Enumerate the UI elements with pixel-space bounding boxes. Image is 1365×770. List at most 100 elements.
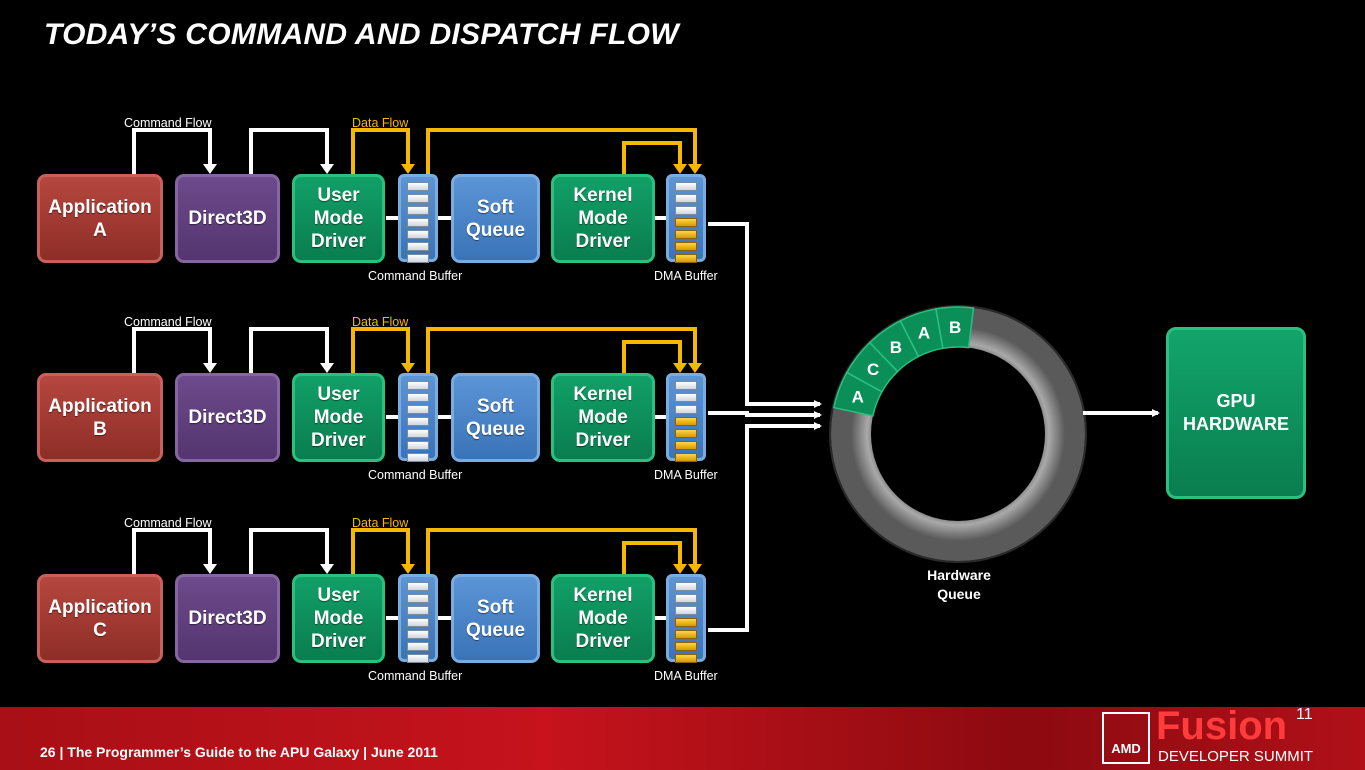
command-buffer-slot (407, 254, 429, 263)
command-flow-arrow-app-head (203, 164, 217, 174)
data-flow-arrow-buffer-head (688, 363, 702, 373)
command-flow-arrow-app-head (203, 564, 217, 574)
command-flow-arrow-app (132, 327, 212, 373)
queue-segment-label: B (890, 338, 902, 357)
dma-buffer-slot (675, 453, 697, 462)
data-flow-arrow-kmd-head (673, 164, 687, 174)
dma-buffer-slot (675, 429, 697, 438)
dma-buffer-slot (675, 594, 697, 603)
data-flow-arrow-umd-head (401, 164, 415, 174)
command-buffer-slot (407, 582, 429, 591)
dma-buffer-slot (675, 218, 697, 227)
dma-buffer-slot (675, 582, 697, 591)
data-flow-arrow-buffer (426, 327, 697, 373)
command-flow-arrow-app (132, 128, 212, 174)
dma-buffer-label-b: DMA Buffer (654, 468, 718, 482)
dma-buffer-slot (675, 182, 697, 191)
hardware-queue-ring-outline (829, 305, 1087, 563)
data-flow-arrow-umd-head (401, 564, 415, 574)
dma-buffer-label-a: DMA Buffer (654, 269, 718, 283)
command-buffer-slot (407, 630, 429, 639)
dma-buffer-label-c: DMA Buffer (654, 669, 718, 683)
data-flow-arrow-buffer (426, 128, 697, 174)
command-flow-label-c: Command Flow (124, 516, 212, 530)
user-mode-driver-box-a: User Mode Driver (292, 174, 385, 263)
soft-queue-box-b: Soft Queue (451, 373, 540, 462)
dma-buffer-slot (675, 441, 697, 450)
direct3d-box-b: Direct3D (175, 373, 280, 462)
application-box-a: Application A (37, 174, 163, 263)
command-buffer-label-a: Command Buffer (368, 269, 463, 283)
dma-buffer-a (666, 174, 706, 263)
dma-buffer-slot (675, 405, 697, 414)
queue-segment-label: B (949, 318, 961, 337)
dma-buffer-slot (675, 606, 697, 615)
page-title: TODAY’S COMMAND AND DISPATCH FLOW (44, 18, 679, 51)
command-buffer-c (398, 574, 438, 663)
command-buffer-label-b: Command Buffer (368, 468, 463, 482)
command-buffer-slot (407, 441, 429, 450)
data-flow-arrow-buffer-head (688, 564, 702, 574)
queue-segment-label: A (918, 324, 930, 343)
command-buffer-slot (407, 194, 429, 203)
command-buffer-slot (407, 417, 429, 426)
data-flow-label-b: Data Flow (352, 315, 409, 329)
developer-summit-text: DEVELOPER SUMMIT (1158, 748, 1314, 765)
soft-queue-box-c: Soft Queue (451, 574, 540, 663)
command-buffer-a (398, 174, 438, 263)
data-flow-arrow-umd-head (401, 363, 415, 373)
data-flow-arrow-buffer-head (688, 164, 702, 174)
dma-buffer-slot (675, 618, 697, 627)
data-flow-arrow-kmd (622, 541, 682, 574)
row-arrows-b (132, 327, 702, 419)
kernel-mode-driver-box-c: Kernel Mode Driver (551, 574, 655, 663)
command-buffer-slot (407, 230, 429, 239)
data-flow-arrow-kmd-head (673, 363, 687, 373)
row-arrows-a (132, 128, 702, 220)
command-flow-arrow-d3d-head (320, 363, 334, 373)
data-flow-arrow-kmd-head (673, 564, 687, 574)
dma-buffer-slot (675, 242, 697, 251)
command-buffer-slot (407, 594, 429, 603)
footer-band: 26 | The Programmer’s Guide to the APU G… (0, 707, 1365, 770)
command-flow-label-b: Command Flow (124, 315, 212, 329)
row-arrows-c (132, 528, 702, 620)
dma-buffer-slot (675, 254, 697, 263)
data-flow-arrow-kmd (622, 141, 682, 174)
data-flow-label-c: Data Flow (352, 516, 409, 530)
footer-text: 26 | The Programmer’s Guide to the APU G… (40, 744, 438, 760)
dma-buffer-slot (675, 206, 697, 215)
direct3d-box-a: Direct3D (175, 174, 280, 263)
data-flow-arrow-buffer (426, 528, 697, 574)
queue-segment (935, 306, 975, 350)
data-flow-arrow-kmd (622, 340, 682, 373)
command-buffer-slot (407, 618, 429, 627)
command-buffer-slot (407, 654, 429, 663)
command-flow-arrow-app-head (203, 363, 217, 373)
soft-queue-box-a: Soft Queue (451, 174, 540, 263)
dma-buffer-slot (675, 393, 697, 402)
command-buffer-slot (407, 218, 429, 227)
command-buffer-label-c: Command Buffer (368, 669, 463, 683)
kernel-mode-driver-box-a: Kernel Mode Driver (551, 174, 655, 263)
dma-buffer-slot (675, 194, 697, 203)
amd-logo: AMD (1102, 712, 1150, 764)
command-buffer-slot (407, 242, 429, 251)
hardware-queue-label: Hardware Queue (927, 567, 991, 602)
command-buffer-slot (407, 429, 429, 438)
dma-buffer-slot (675, 642, 697, 651)
command-buffer-slot (407, 606, 429, 615)
command-flow-label-a: Command Flow (124, 116, 212, 130)
application-box-c: Application C (37, 574, 163, 663)
direct3d-box-c: Direct3D (175, 574, 280, 663)
command-buffer-slot (407, 206, 429, 215)
dma-buffer-slot (675, 230, 697, 239)
command-flow-arrow-d3d (249, 327, 329, 373)
dma-buffer-b (666, 373, 706, 462)
command-buffer-slot (407, 642, 429, 651)
data-flow-arrow-umd (351, 528, 410, 574)
user-mode-driver-box-b: User Mode Driver (292, 373, 385, 462)
data-flow-label-a: Data Flow (352, 116, 409, 130)
